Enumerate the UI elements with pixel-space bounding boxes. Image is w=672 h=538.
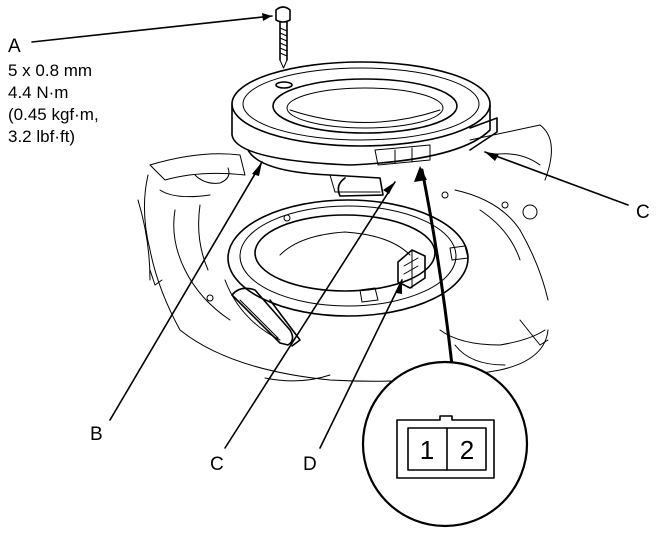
callout-a: A	[8, 36, 21, 57]
callout-c-bottom: C	[210, 454, 224, 475]
leader-lines	[31, 15, 629, 449]
leader-d	[319, 279, 403, 449]
callout-b: B	[90, 424, 103, 445]
hold-down-bracket	[231, 287, 301, 347]
leader-c-bottom	[224, 181, 396, 449]
torque-kgfm: (0.45 kgf·m,	[8, 105, 99, 124]
arrowhead-b	[252, 162, 262, 176]
callout-c-right: C	[636, 202, 650, 223]
detail-leader	[414, 166, 454, 367]
trunk-floor-panel	[137, 124, 552, 382]
arrowhead-a	[262, 13, 272, 21]
arrowhead-c-bottom	[383, 182, 395, 194]
arrowhead-d	[396, 280, 402, 294]
leader-b	[109, 161, 263, 421]
callout-d: D	[303, 454, 317, 475]
torque-spec: 5 x 0.8 mm 4.4 N·m (0.45 kgf·m, 3.2 lbf·…	[8, 61, 99, 146]
mounting-bolt	[275, 6, 293, 89]
arrowhead-c-right	[485, 152, 499, 161]
leader-c-right	[484, 151, 629, 206]
torque-lbfft: 3.2 lbf·ft)	[8, 127, 75, 146]
leader-a	[31, 15, 273, 43]
retaining-tabs	[359, 245, 469, 303]
bolt-size: 5 x 0.8 mm	[8, 61, 92, 80]
connector-pin-2: 2	[460, 435, 474, 465]
access-cover	[231, 61, 498, 197]
arrowheads	[252, 13, 499, 294]
pump-connector	[397, 249, 426, 289]
torque-nm: 4.4 N·m	[8, 83, 68, 102]
connector-pin-1: 1	[420, 435, 434, 465]
connector-detail: 1 2	[361, 360, 529, 528]
